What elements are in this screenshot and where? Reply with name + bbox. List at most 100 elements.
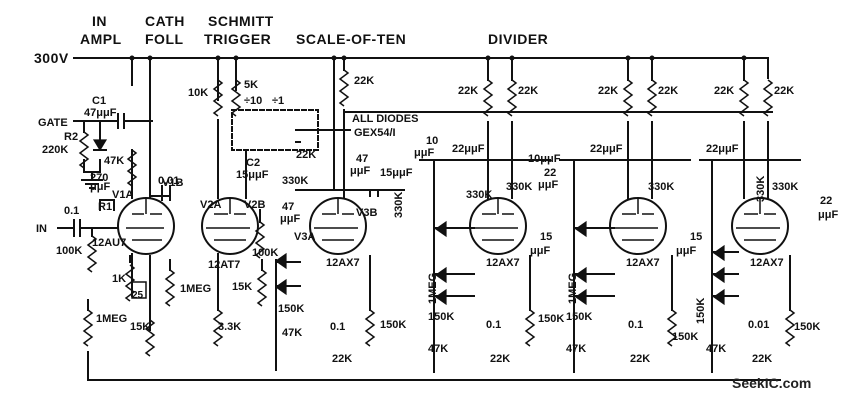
- r1meg-a: 1MEG: [96, 313, 127, 325]
- r2-label: R2: [64, 131, 78, 143]
- v2a-label: V2A: [200, 199, 221, 211]
- r47k-e: 47K: [706, 343, 726, 355]
- r47k-c: 47K: [428, 343, 448, 355]
- c15-c: 15: [690, 231, 702, 243]
- r100k-label: 100K: [56, 245, 82, 257]
- c15-bu: μμF: [530, 245, 550, 257]
- r22k-d: 22K: [458, 85, 478, 97]
- c47-c: 47: [356, 153, 368, 165]
- tube-v3: V3A V3B 12AX7 22K 22K 330K 47 μμF 47 μμF…: [274, 69, 413, 371]
- r22k-c: 22K: [332, 353, 352, 365]
- r1meg-b: 1MEG: [180, 283, 211, 295]
- div10-label: ÷10: [244, 95, 262, 107]
- r22k-h: 22K: [658, 85, 678, 97]
- input-amplifier-stage: GATE C1 47μμF R2 220K 270 IN 0.1 100K μμ…: [36, 95, 153, 273]
- supply-rail: 300V: [34, 50, 769, 191]
- header-divider: DIVIDER: [488, 31, 548, 47]
- supply-label: 300V: [34, 50, 69, 66]
- r330k-g: 330K: [772, 181, 798, 193]
- c1-label: C1: [92, 95, 106, 107]
- c15-b: 15: [540, 231, 552, 243]
- diodes-note-line2: GEX54/I: [354, 127, 396, 139]
- in-cap-value: 0.1: [64, 205, 79, 217]
- r22k-e: 22K: [518, 85, 538, 97]
- c001-a: 0.01: [158, 175, 179, 187]
- c47-d: μμF: [350, 165, 370, 177]
- tube-v1: V1A V1B 12AU7 47K 0.01 1K 25 1MEG 15K 1M…: [83, 149, 781, 381]
- r150k-c: 150K: [428, 311, 454, 323]
- header-in-ampl-line2: AMPL: [80, 31, 122, 47]
- header-cath-foll-line2: FOLL: [145, 31, 184, 47]
- tube-v2-type: 12AT7: [208, 259, 240, 271]
- r330k-d: 330K: [506, 181, 532, 193]
- tube-v2: V2A V2B 12AT7 10K 5K ÷10 ÷1 C2 15μμF 3.3…: [188, 79, 319, 347]
- r150k-h: 150K: [794, 321, 820, 333]
- r150k-a: 150K: [278, 303, 304, 315]
- r330k-b: 330K: [393, 192, 405, 218]
- c01-c: 0.1: [628, 319, 643, 331]
- section-headers: IN AMPL CATH FOLL SCHMITT TRIGGER SCALE-…: [80, 13, 548, 47]
- c2-label: C2: [246, 157, 260, 169]
- c001-b: 0.01: [748, 319, 769, 331]
- r150k-e: 150K: [566, 311, 592, 323]
- header-schmitt-line1: SCHMITT: [208, 13, 274, 29]
- r22k-l: 22K: [752, 353, 772, 365]
- div1-label: ÷1: [272, 95, 284, 107]
- r22k-g: 22K: [598, 85, 618, 97]
- r150k-b: 150K: [380, 319, 406, 331]
- c25-label: 25: [132, 290, 144, 301]
- r22k-j: 22K: [714, 85, 734, 97]
- header-cath-foll-line1: CATH: [145, 13, 185, 29]
- c22-c: 22μμF: [590, 143, 623, 155]
- r22k-i: 22K: [630, 353, 650, 365]
- v1b-label: V1B: [162, 177, 183, 189]
- r150k-g: 150K: [695, 298, 707, 324]
- watermark-text: SeekIC.com: [732, 375, 811, 391]
- r100k-b: 100K: [252, 247, 278, 259]
- tube-v5-type: 12AX7: [626, 257, 660, 269]
- v3a-label: V3A: [294, 231, 315, 243]
- tube-v1-type: 12AU7: [92, 237, 126, 249]
- c15-a: 15μμF: [380, 167, 413, 179]
- r15k-b: 15K: [232, 281, 252, 293]
- r330k-c: 330K: [466, 189, 492, 201]
- r5k-label: 5K: [244, 79, 258, 91]
- r22k-b: 22K: [296, 149, 316, 161]
- c01-b: 0.1: [486, 319, 501, 331]
- c22-d: 22μμF: [706, 143, 739, 155]
- r47k-a: 47K: [104, 155, 124, 167]
- c22-a: 22μμF: [452, 143, 485, 155]
- diode-note: ALL DIODES GEX54/I: [295, 111, 773, 143]
- header-in-ampl-line1: IN: [92, 13, 107, 29]
- c15-cu: μμF: [676, 245, 696, 257]
- r330k-f: 330K: [755, 176, 767, 202]
- in-label: IN: [36, 223, 47, 235]
- gate-label: GATE: [38, 117, 68, 129]
- r1k-label: 1K: [112, 273, 126, 285]
- c10-a: 10: [426, 135, 438, 147]
- r10k-label: 10K: [188, 87, 208, 99]
- c22-b: 22: [544, 167, 556, 179]
- r330k-e: 330K: [648, 181, 674, 193]
- r15k-a: 15K: [130, 321, 150, 333]
- c2-value: 15μμF: [236, 169, 269, 181]
- v2b-label: V2B: [244, 199, 265, 211]
- r22k-a: 22K: [354, 75, 374, 87]
- r22k-k: 22K: [774, 85, 794, 97]
- c1-value: 47μμF: [84, 107, 117, 119]
- header-schmitt-line2: TRIGGER: [204, 31, 271, 47]
- r330k-a: 330K: [282, 175, 308, 187]
- header-scale-of-ten: SCALE-OF-TEN: [296, 31, 406, 47]
- r270-label: 270: [90, 172, 108, 184]
- c01-a: 0.1: [330, 321, 345, 333]
- diodes-note-line1: ALL DIODES: [352, 113, 418, 125]
- cuuf-label: μμF: [90, 181, 110, 193]
- tube-v6: 12AX7 22K 22K 22μμF 330K 330K 22 μμF 150…: [695, 79, 838, 373]
- r22k-f: 22K: [490, 353, 510, 365]
- tube-v6-type: 12AX7: [750, 257, 784, 269]
- r3-3k-label: 3.3K: [218, 321, 241, 333]
- v1a-label: V1A: [112, 189, 133, 201]
- r1-label: R1: [98, 201, 112, 213]
- r47k-d: 47K: [566, 343, 586, 355]
